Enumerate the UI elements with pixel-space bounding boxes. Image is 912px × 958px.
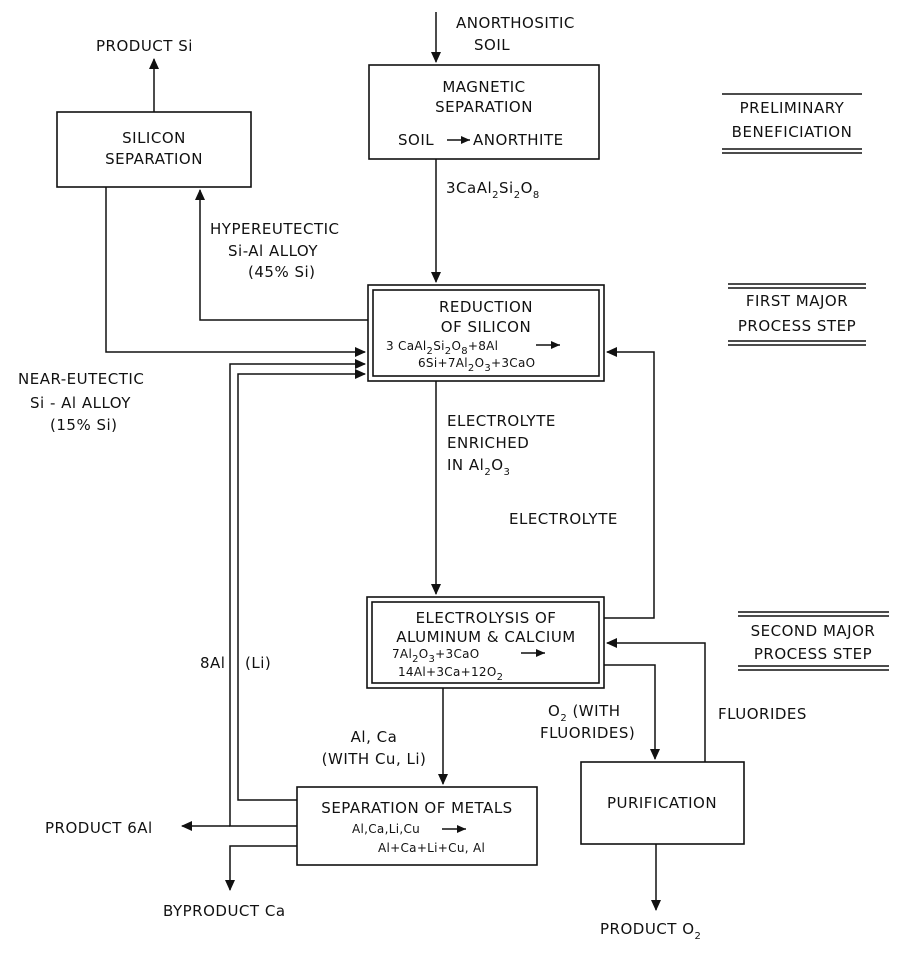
enriched-line2: ENRICHED: [447, 434, 529, 452]
al-ca-line1: Al, Ca: [351, 728, 398, 746]
product-si-label: PRODUCT Si: [96, 37, 193, 55]
input-label-line1: ANORTHOSITIC: [456, 14, 575, 32]
separation-metals-title: SEPARATION OF METALS: [321, 799, 512, 817]
hypereutectic-line1: HYPEREUTECTIC: [210, 220, 340, 238]
al-ca-line2: (WITH Cu, Li): [322, 750, 427, 768]
o2-fluorides-line1: O2 (WITH: [548, 702, 621, 724]
al-recycle-arrow: [229, 359, 366, 827]
magnetic-eq-left: SOIL: [398, 131, 434, 149]
reduction-eq-1: 3 CaAl2Si2O8+8Al: [386, 339, 498, 357]
reduction-title-1: REDUCTION: [439, 298, 533, 316]
label-li: (Li): [245, 654, 271, 672]
o2-arrow: [604, 664, 660, 760]
separation-metals-eq-2: Al+Ca+Li+Cu, Al: [378, 841, 485, 855]
preliminary-step-line2: BENEFICIATION: [732, 123, 853, 141]
product-6al-label: PRODUCT 6Al: [45, 819, 153, 837]
preliminary-step-rules: [722, 93, 862, 154]
fluorides-label: FLUORIDES: [718, 705, 807, 723]
near-eutectic-line1: NEAR-EUTECTIC: [18, 370, 144, 388]
first-step-rules: [728, 283, 866, 346]
near-eutectic-line2: Si - Al ALLOY: [30, 394, 131, 412]
silicon-separation-title-1: SILICON: [122, 129, 186, 147]
reduction-title-2: OF SILICON: [441, 318, 531, 336]
hypereutectic-arrow: [195, 189, 368, 321]
purification-box: [580, 761, 745, 845]
reduction-box: [367, 284, 605, 382]
electrolysis-eq-2: 14Al+3Ca+12O2: [398, 665, 503, 683]
near-eutectic-line3: (15% Si): [50, 416, 118, 434]
byproduct-ca-arrow: [225, 845, 297, 891]
fluorides-return-arrow: [606, 638, 706, 762]
hypereutectic-line2: Si-Al ALLOY: [228, 242, 318, 260]
second-step-line2: PROCESS STEP: [754, 645, 872, 663]
purification-label: PURIFICATION: [607, 794, 717, 812]
electrolysis-title-2: ALUMINUM & CALCIUM: [396, 628, 576, 646]
o2-fluorides-line2: FLUORIDES): [540, 724, 635, 742]
electrolyte-return-label: ELECTROLYTE: [509, 510, 618, 528]
preliminary-step-line1: PRELIMINARY: [740, 99, 845, 117]
electrolysis-title-1: ELECTROLYSIS OF: [416, 609, 557, 627]
reduction-eq-2: 6Si+7Al2O3+3CaO: [418, 356, 535, 374]
magnetic-eq-right: ANORTHITE: [473, 131, 564, 149]
hypereutectic-line3: (45% Si): [248, 263, 316, 281]
magnetic-separation-box: [368, 64, 600, 160]
electrolysis-eq-1: 7Al2O3+3CaO: [392, 647, 480, 665]
byproduct-ca-label: BYPRODUCT Ca: [163, 902, 286, 920]
electrolysis-box: [366, 596, 605, 689]
first-step-line1: FIRST MAJOR: [746, 292, 848, 310]
second-step-rules: [738, 611, 889, 671]
separation-metals-eq-1: Al,Ca,Li,Cu: [352, 822, 420, 836]
enriched-line1: ELECTROLYTE: [447, 412, 556, 430]
enriched-line3: IN Al2O3: [447, 456, 510, 478]
electrolyte-return-arrow: [604, 347, 655, 619]
magnetic-title-2: SEPARATION: [435, 98, 533, 116]
li-recycle-arrow: [237, 369, 366, 801]
second-step-line1: SECOND MAJOR: [751, 622, 876, 640]
label-8al: 8Al: [200, 654, 225, 672]
input-label-line2: SOIL: [474, 36, 510, 54]
magnetic-title-1: MAGNETIC: [442, 78, 525, 96]
first-step-line2: PROCESS STEP: [738, 317, 856, 335]
anorthite-formula: 3CaAl2Si2O8: [446, 179, 540, 201]
near-eutectic-arrow: [105, 187, 366, 357]
silicon-separation-title-2: SEPARATION: [105, 150, 203, 168]
product-o2-label: PRODUCT O2: [600, 920, 701, 942]
